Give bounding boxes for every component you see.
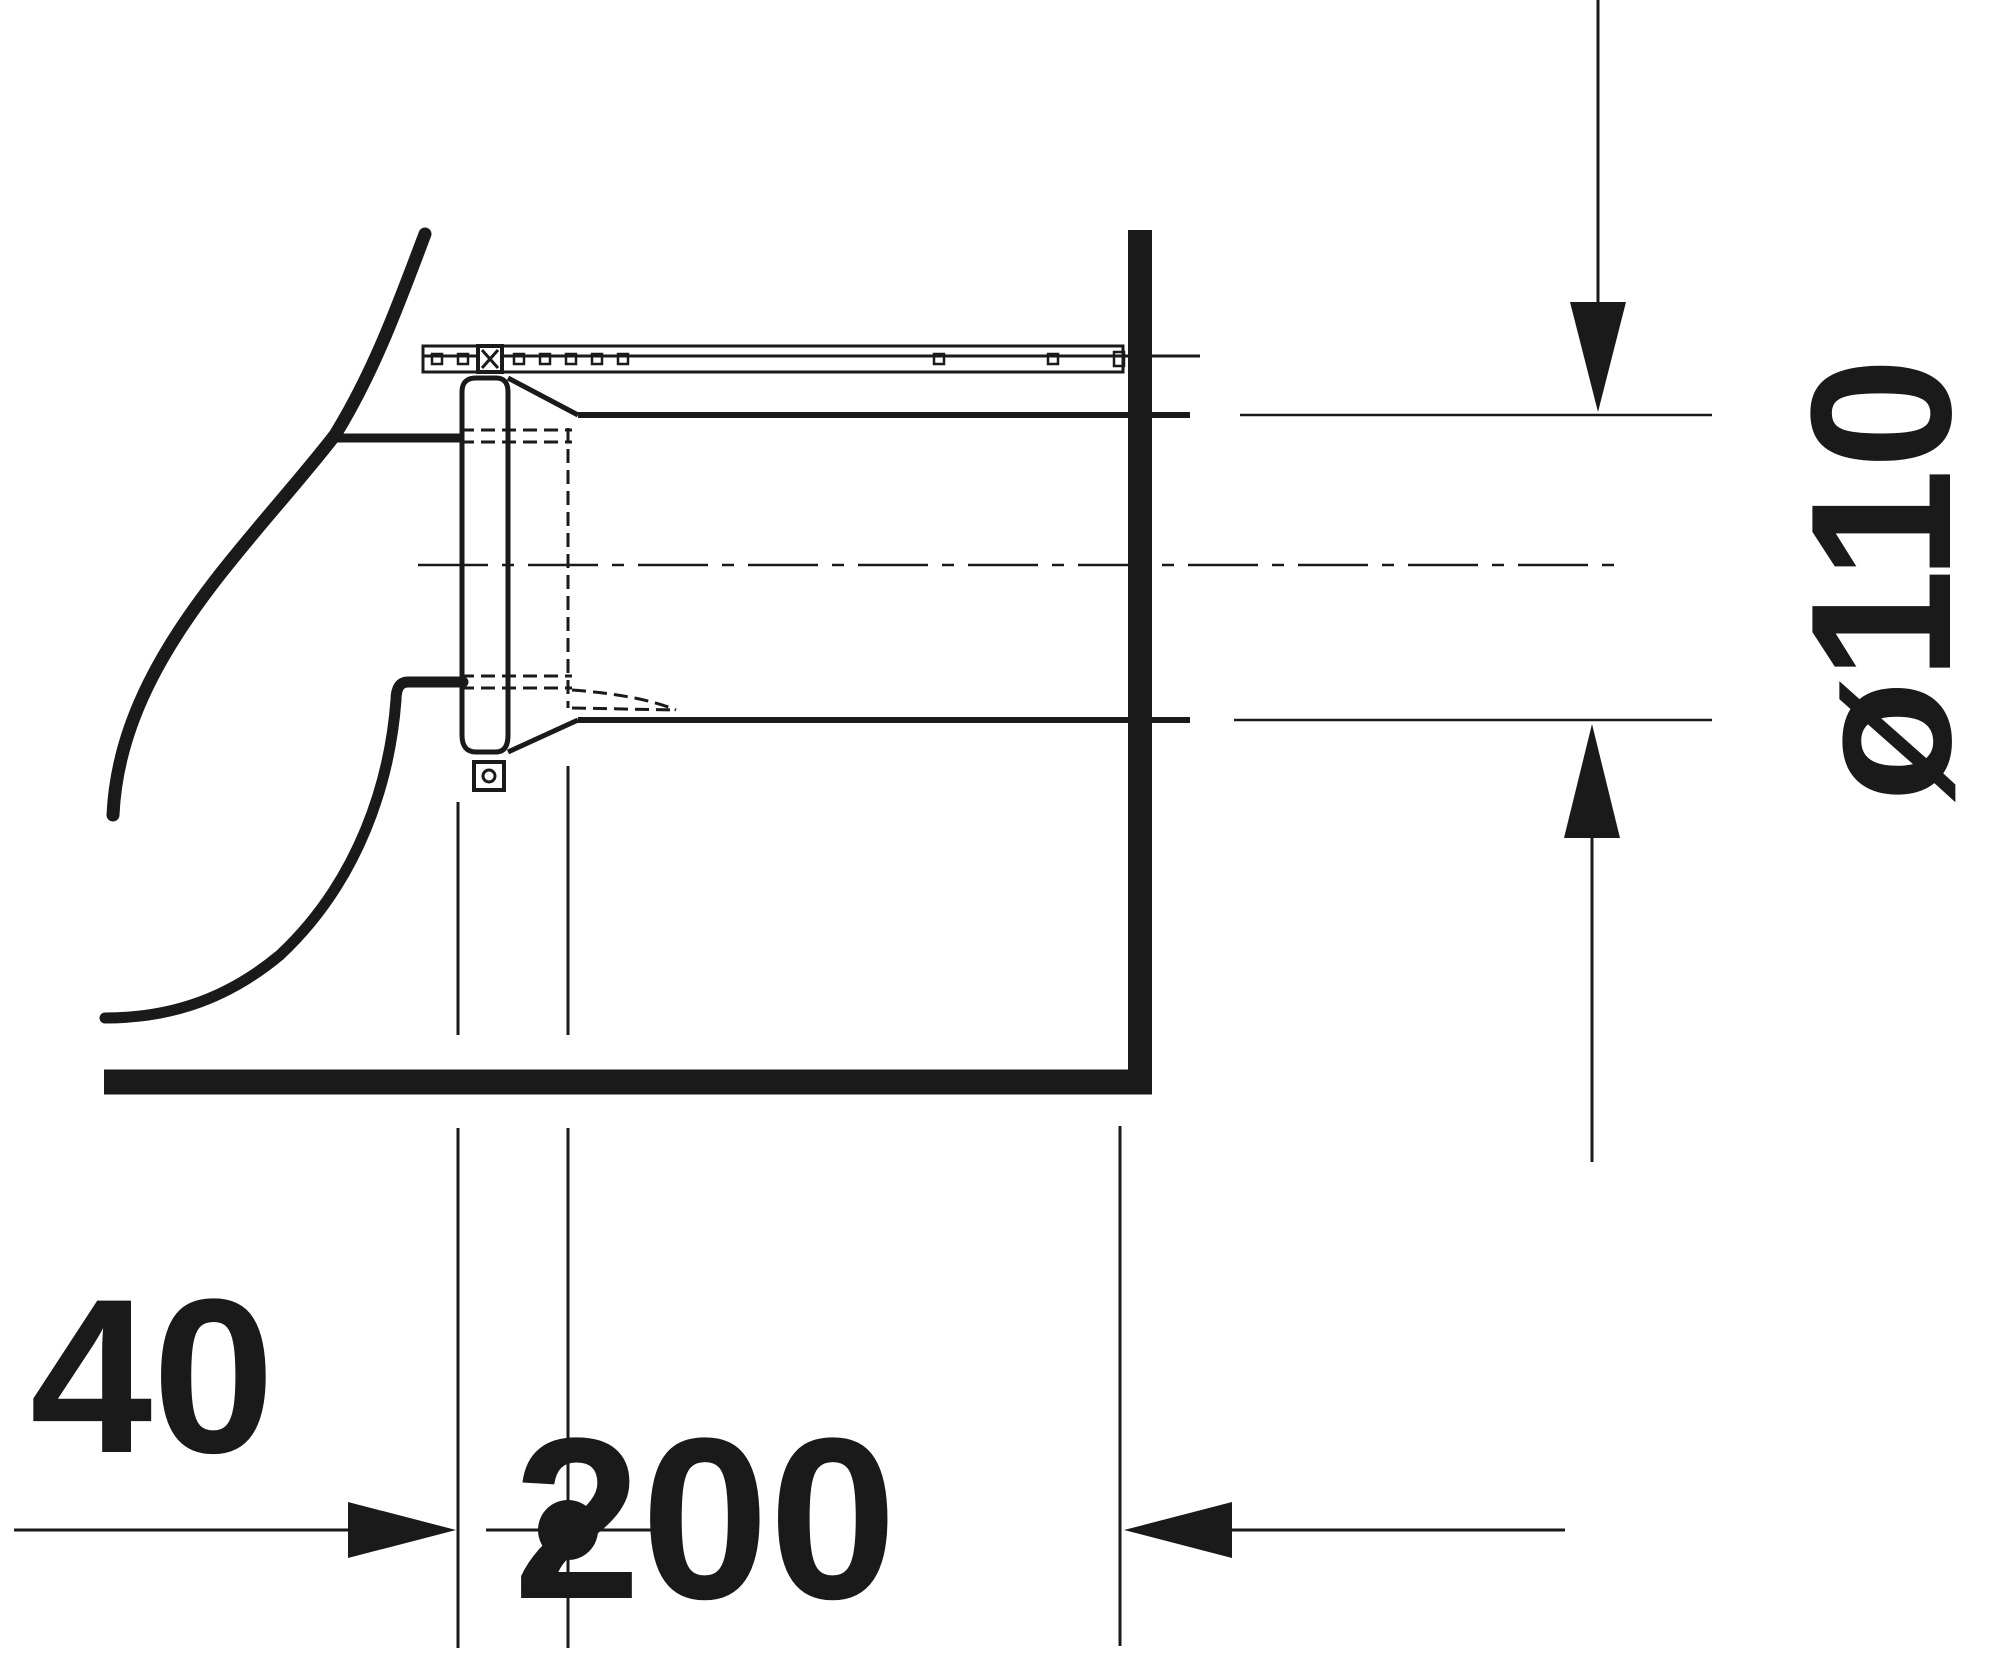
bowl-inner-curve (99, 676, 469, 1024)
bottom-bolt (472, 760, 506, 792)
pipe-centre-point (538, 1500, 598, 1560)
depth-label: 200 (513, 1390, 897, 1647)
offset-label: 40 (30, 1253, 275, 1499)
diameter-label: ø110 (1770, 358, 1993, 803)
horizontal-dimension-extensions (456, 766, 1122, 1648)
top-bolt (476, 344, 504, 374)
diameter-arrow-bottom (1564, 724, 1620, 838)
connector-collar (459, 375, 580, 755)
mounting-rail (421, 344, 1200, 374)
hidden-lines (460, 428, 677, 712)
diameter-arrow-top (1570, 302, 1626, 412)
offset-arrow (348, 1502, 456, 1558)
bowl-outer-curve (106, 227, 432, 822)
depth-arrow (1124, 1502, 1232, 1558)
